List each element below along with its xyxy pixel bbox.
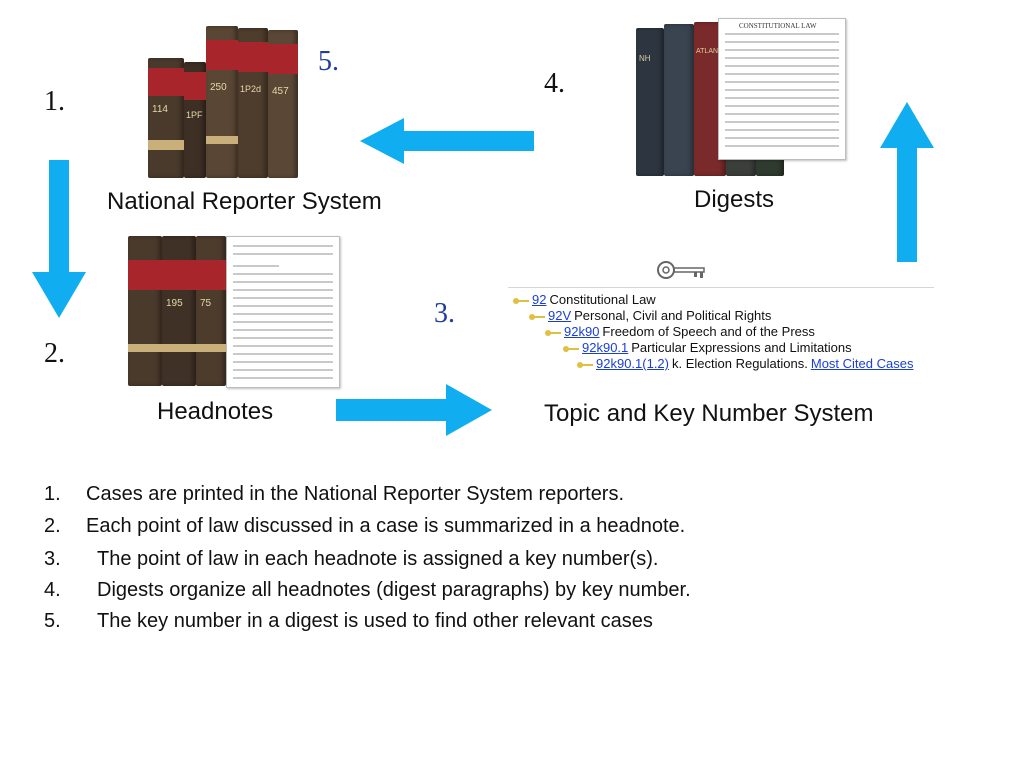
step-number-5: 5. xyxy=(318,46,339,77)
step-number-4: 4. xyxy=(544,68,565,99)
tree-code-link[interactable]: 92 xyxy=(532,292,547,307)
spine-label: NH xyxy=(639,54,651,63)
step-item: 3.The point of law in each headnote is a… xyxy=(44,548,659,570)
key-icon xyxy=(657,261,705,279)
book-spine: 195 xyxy=(162,236,196,386)
tree-label: Particular Expressions and Limitations xyxy=(631,340,852,355)
book-spine xyxy=(664,24,694,176)
spine-label: 114 xyxy=(152,104,168,115)
key-small-icon xyxy=(545,329,561,336)
tree-row: 92k90.1(1.2)k. Election Regulations.Most… xyxy=(576,356,913,372)
spine-label: 75 xyxy=(200,298,212,309)
book-spine: 75 xyxy=(196,236,226,386)
step-item: 2.Each point of law discussed in a case … xyxy=(44,515,686,537)
caption-national-reporter-system: National Reporter System xyxy=(107,188,382,215)
arrow-left-icon xyxy=(360,118,534,164)
spine-label: 1PF xyxy=(186,110,203,120)
spine-label: 250 xyxy=(210,82,227,93)
tree-label: Freedom of Speech and of the Press xyxy=(602,324,815,339)
book-spine: 114 xyxy=(148,58,184,178)
spine-label: 1P2d xyxy=(240,84,262,94)
key-small-icon xyxy=(513,297,529,304)
tree-label: k. Election Regulations. xyxy=(672,356,808,371)
tree-code-link[interactable]: 92k90.1(1.2) xyxy=(596,356,669,371)
arrow-down-icon xyxy=(32,160,86,318)
key-small-icon xyxy=(563,345,579,352)
step-number-3: 3. xyxy=(434,298,455,329)
most-cited-cases-link[interactable]: Most Cited Cases xyxy=(810,356,914,371)
step-number-1: 1. xyxy=(44,86,65,117)
book-spine: 250 xyxy=(206,26,238,178)
step-number-2: 2. xyxy=(44,338,65,369)
step-item: 4.Digests organize all headnotes (digest… xyxy=(44,579,691,601)
arrow-up-icon xyxy=(880,102,934,262)
tree-label: Personal, Civil and Political Rights xyxy=(574,308,772,323)
spine-label: 457 xyxy=(272,86,289,97)
digest-page-header: CONSTITUTIONAL LAW xyxy=(739,22,817,30)
step-item: 5.The key number in a digest is used to … xyxy=(44,610,653,632)
book-spine: NH xyxy=(636,28,664,176)
spine-label: ATLANTIC xyxy=(696,48,730,55)
spine-label: 195 xyxy=(166,298,183,309)
arrow-right-icon xyxy=(336,384,492,436)
book-spine: 457 xyxy=(268,30,298,178)
caption-digests: Digests xyxy=(694,186,775,213)
tree-label: Constitutional Law xyxy=(549,292,656,307)
key-small-icon xyxy=(577,361,593,368)
headnote-page-image xyxy=(226,236,340,388)
caption-headnotes: Headnotes xyxy=(157,398,274,425)
tree-code-link[interactable]: 92k90.1 xyxy=(582,340,629,355)
reporter-books-image: 114 1PF 250 1P2d 457 xyxy=(148,26,298,182)
book-spine: 1PF xyxy=(184,62,206,178)
step-item: 1.Cases are printed in the National Repo… xyxy=(44,483,625,505)
headnotes-books-image: 195 75 xyxy=(128,232,344,388)
tree-code-link[interactable]: 92V xyxy=(548,308,572,323)
book-spine xyxy=(128,236,162,386)
tree-code-link[interactable]: 92k90 xyxy=(564,324,600,339)
digests-books-image: NH ATLANTIC 32 141 CONSTITUTIONAL LAW xyxy=(636,18,846,186)
book-spine: 1P2d xyxy=(238,28,268,178)
digest-page-image: CONSTITUTIONAL LAW xyxy=(718,18,846,160)
caption-topic-key-number-system: Topic and Key Number System xyxy=(544,400,874,427)
key-small-icon xyxy=(529,313,545,320)
